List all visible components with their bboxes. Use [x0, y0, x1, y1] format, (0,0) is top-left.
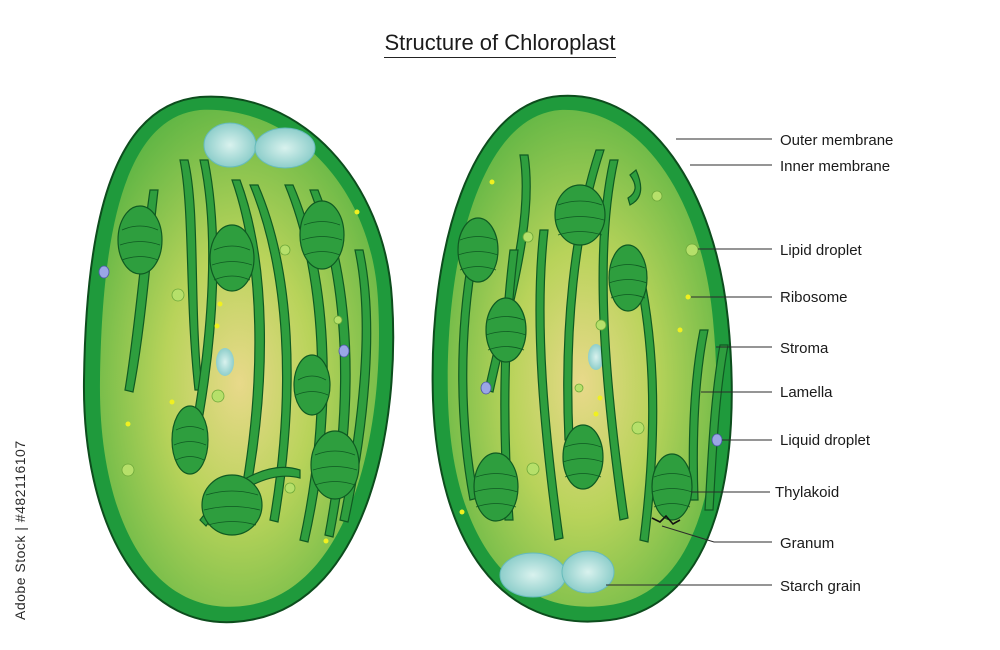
starch-grain-left-3 — [216, 348, 234, 376]
leader-granum — [661, 525, 772, 543]
label-starch-grain: Starch grain — [780, 578, 861, 595]
starch-grain-right-1 — [499, 552, 567, 598]
ribosomes-left — [125, 209, 360, 544]
label-stroma: Stroma — [780, 340, 829, 357]
granum-left-6 — [310, 430, 360, 500]
label-lamella: Lamella — [780, 384, 833, 401]
granum-left-3 — [299, 200, 345, 270]
chloroplast-right — [431, 94, 733, 623]
leader-lines — [606, 138, 772, 586]
starch-grain-left-1 — [203, 122, 257, 168]
ribosomes-right — [459, 179, 691, 515]
labels: Outer membrane Inner membrane Lipid drop… — [775, 132, 893, 595]
starch-grain-right-2 — [561, 550, 615, 594]
starch-grain-right-3 — [588, 344, 604, 370]
label-lipid-droplet: Lipid droplet — [780, 242, 863, 259]
label-inner-membrane: Inner membrane — [780, 158, 890, 175]
liquid-droplets-left — [98, 265, 350, 358]
thylakoid-lines-right — [457, 200, 693, 508]
grana-right — [457, 184, 693, 522]
diagram-title: Structure of Chloroplast — [0, 30, 1000, 58]
lipid-droplets-right — [522, 190, 699, 476]
label-liquid-droplet: Liquid droplet — [780, 432, 871, 449]
lamellae-right — [458, 149, 729, 543]
label-thylakoid: Thylakoid — [775, 484, 839, 501]
granum-left-1 — [117, 205, 163, 275]
chloroplast-left — [82, 95, 395, 623]
granum-left-4 — [293, 354, 331, 416]
granum-right-1 — [554, 184, 606, 246]
label-outer-membrane: Outer membrane — [780, 132, 893, 149]
title-text: Structure of Chloroplast — [384, 30, 616, 58]
granum-left-2 — [209, 224, 255, 292]
label-granum: Granum — [780, 535, 834, 552]
liquid-droplets-right — [480, 381, 723, 447]
stock-watermark: Adobe Stock | #482116107 — [12, 440, 28, 620]
granum-right-5 — [562, 424, 604, 490]
granum-right-3 — [608, 244, 648, 312]
thylakoid-lines-left — [119, 221, 358, 526]
starch-grain-left-2 — [254, 127, 316, 169]
lipid-droplets-left — [121, 244, 343, 494]
granum-right-6 — [473, 452, 519, 522]
granum-right-4 — [485, 297, 527, 363]
granum-right-7 — [651, 453, 693, 521]
granum-marker — [651, 514, 681, 526]
grana-left — [117, 200, 360, 536]
granum-left-5 — [171, 405, 209, 475]
granum-right-2 — [457, 217, 499, 283]
granum-left-7 — [201, 474, 263, 536]
label-ribosome: Ribosome — [780, 289, 848, 306]
